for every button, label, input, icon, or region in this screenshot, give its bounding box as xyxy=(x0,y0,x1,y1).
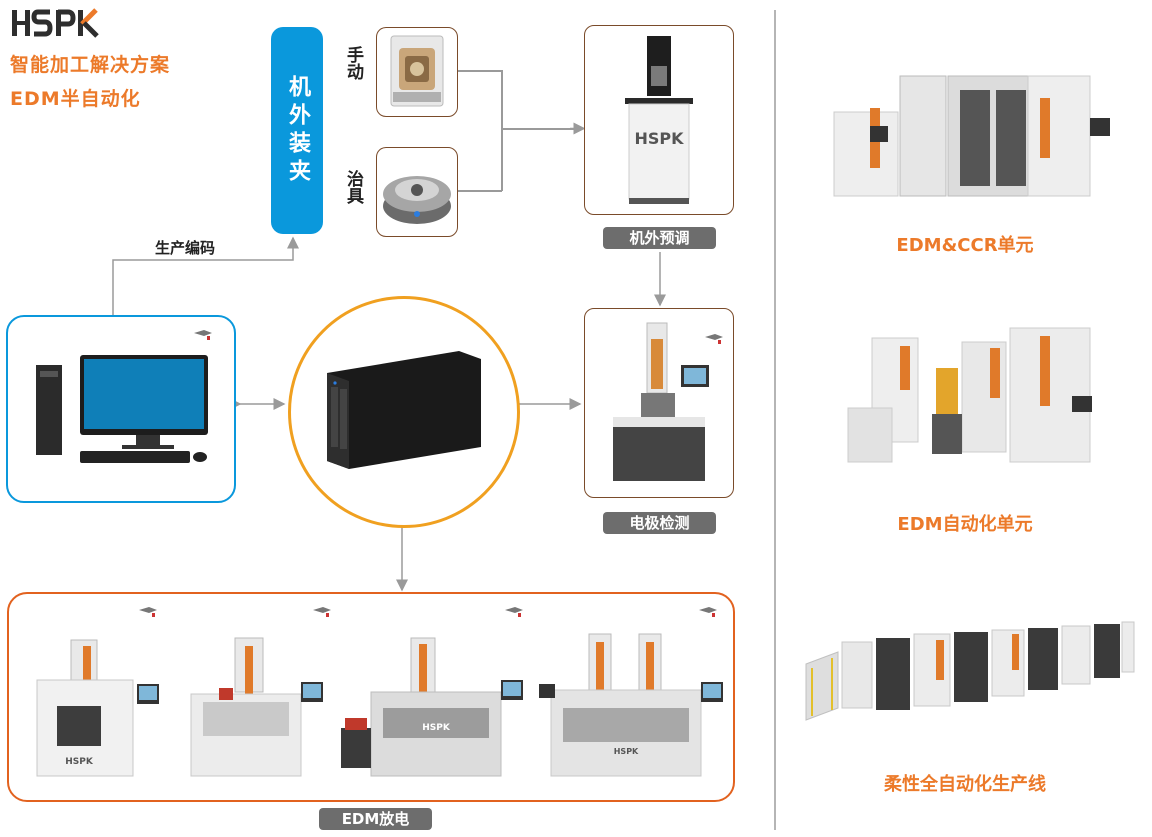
pc-image xyxy=(36,355,208,463)
connector-line xyxy=(501,128,579,130)
nas-server-image xyxy=(327,351,481,469)
nas-server-circle xyxy=(288,296,520,528)
flexible-production-line-image xyxy=(805,621,1135,721)
connector-line xyxy=(456,70,502,72)
presetting-tag: 机外预调 xyxy=(603,227,716,249)
china-flag-icon xyxy=(699,607,717,617)
edm-ccr-unit-caption: EDM&CCR单元 xyxy=(896,235,1034,256)
section-divider xyxy=(774,10,776,830)
china-flag-icon xyxy=(194,330,212,340)
edm-automation-unit-caption: EDM自动化单元 xyxy=(897,514,1033,535)
production-code-label: 生产编码 xyxy=(155,239,216,257)
china-flag-icon xyxy=(705,334,723,344)
svg-text:HSPK: HSPK xyxy=(634,129,684,148)
manual-label: 手动 xyxy=(343,46,363,80)
connector-line xyxy=(501,70,503,191)
manual-chuck-image xyxy=(376,27,458,117)
china-flag-icon xyxy=(139,607,157,617)
inspection-tag: 电极检测 xyxy=(603,512,716,534)
off-machine-fixture-pill: 机外装夹 xyxy=(271,27,323,234)
edm-machine-image: HSPK xyxy=(36,639,159,777)
svg-text:HSPK: HSPK xyxy=(614,747,639,756)
svg-text:HSPK: HSPK xyxy=(422,723,451,733)
edm-machine-image: HSPK xyxy=(341,637,523,777)
pc-workstation-box xyxy=(6,315,236,503)
svg-text:HSPK: HSPK xyxy=(65,757,94,767)
edm-machine-image xyxy=(190,637,323,777)
connector-line xyxy=(456,190,502,192)
china-flag-icon xyxy=(505,607,523,617)
hspk-logo xyxy=(12,8,99,38)
edm-discharge-tag: EDM放电 xyxy=(319,808,432,830)
edm-automation-unit-image xyxy=(847,327,1092,463)
jig-chuck-image xyxy=(376,147,458,237)
edm-machines-box: HSPK HSPK xyxy=(7,592,735,802)
edm-machine-image: HSPK xyxy=(539,633,723,777)
subtitle-line1: 智能加工解决方案 xyxy=(10,54,171,76)
jig-label: 治具 xyxy=(343,170,363,204)
china-flag-icon xyxy=(313,607,331,617)
subtitle-line2: EDM半自动化 xyxy=(10,88,141,110)
presetting-machine-image: HSPK xyxy=(584,25,734,215)
flexible-line-caption: 柔性全自动化生产线 xyxy=(884,774,1046,795)
edm-ccr-unit-image xyxy=(833,75,1110,197)
electrode-inspection-image xyxy=(584,308,734,498)
